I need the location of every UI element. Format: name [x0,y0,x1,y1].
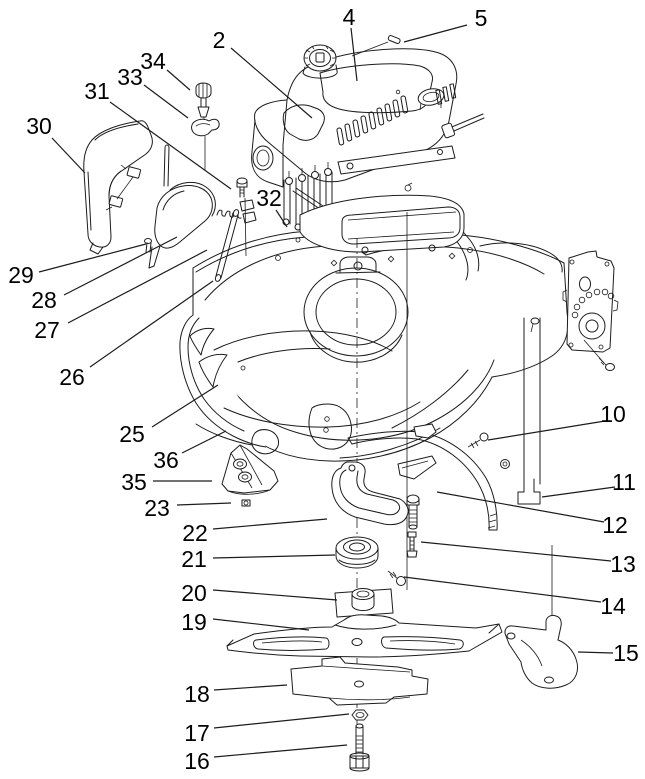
leader-line-17 [213,713,350,729]
discharge-baffle-art [347,317,553,627]
part-number-label-17: 17 [184,720,210,746]
part-number-label-30: 30 [26,113,52,139]
engine-vent-slots [336,83,457,146]
part-number-label-4: 4 [343,4,356,30]
side-cover-art [83,120,153,255]
leader-line-34 [166,69,191,91]
part-number-label-18: 18 [184,681,210,707]
engine-art [251,35,485,254]
leader-line-28 [63,236,178,296]
leader-line-12 [436,491,605,523]
fuel-knob-art [191,82,220,170]
part-number-label-11: 11 [612,469,636,495]
part-number-label-12: 12 [602,512,628,538]
leader-line-33 [143,84,189,119]
leader-line-27 [67,249,208,324]
blade-stack-art [226,461,503,772]
leader-line-13 [420,541,612,562]
leader-line-21 [212,554,336,559]
leader-line-19 [212,618,310,631]
part-number-label-29: 29 [8,262,34,288]
leader-line-23 [176,502,232,506]
part-number-label-31: 31 [84,78,110,104]
part-number-label-19: 19 [181,609,207,635]
leader-line-18 [213,684,288,691]
leader-line-11 [541,486,616,498]
part-number-label-2: 2 [213,27,226,53]
part-number-label-28: 28 [31,287,57,313]
leader-line-5 [403,24,468,43]
leader-line-25 [151,384,219,428]
leader-line-15 [577,651,614,654]
leader-line-22 [212,518,328,530]
part-number-label-27: 27 [34,317,60,343]
part-number-label-26: 26 [59,364,85,390]
part-number-label-20: 20 [181,580,207,606]
part-number-label-10: 10 [600,401,626,427]
leader-line-14 [403,576,602,603]
part-number-label-34: 34 [140,48,166,74]
part-number-label-13: 13 [610,551,636,577]
part-number-label-23: 23 [144,495,170,521]
leader-line-26 [89,280,214,368]
leader-line-30 [51,137,86,174]
control-parts-art [144,144,257,282]
part-number-label-33: 33 [117,64,143,90]
leader-line-10 [487,420,606,441]
leader-line-32 [275,209,288,228]
part-number-label-25: 25 [119,421,145,447]
leader-line-2 [230,47,313,119]
mower-deck-art [179,199,569,462]
leader-line-31 [109,101,232,190]
front-bracket-art [221,444,279,507]
leader-line-29 [38,243,147,273]
leader-line-4 [350,27,358,82]
part-number-label-16: 16 [184,748,210,774]
leader-line-36 [181,430,227,454]
part-number-label-35: 35 [121,469,147,495]
leader-line-20 [212,589,338,601]
part-number-label-22: 22 [182,520,208,546]
part-number-label-36: 36 [153,447,179,473]
part-number-label-15: 15 [613,640,639,666]
part-number-label-5: 5 [475,5,488,31]
leader-line-16 [213,744,348,758]
part-number-label-21: 21 [181,546,207,572]
part-number-label-14: 14 [600,593,626,619]
height-adjuster-plate-art [562,250,619,371]
rear-bracket-art [504,614,579,689]
part-number-label-32: 32 [256,185,282,211]
